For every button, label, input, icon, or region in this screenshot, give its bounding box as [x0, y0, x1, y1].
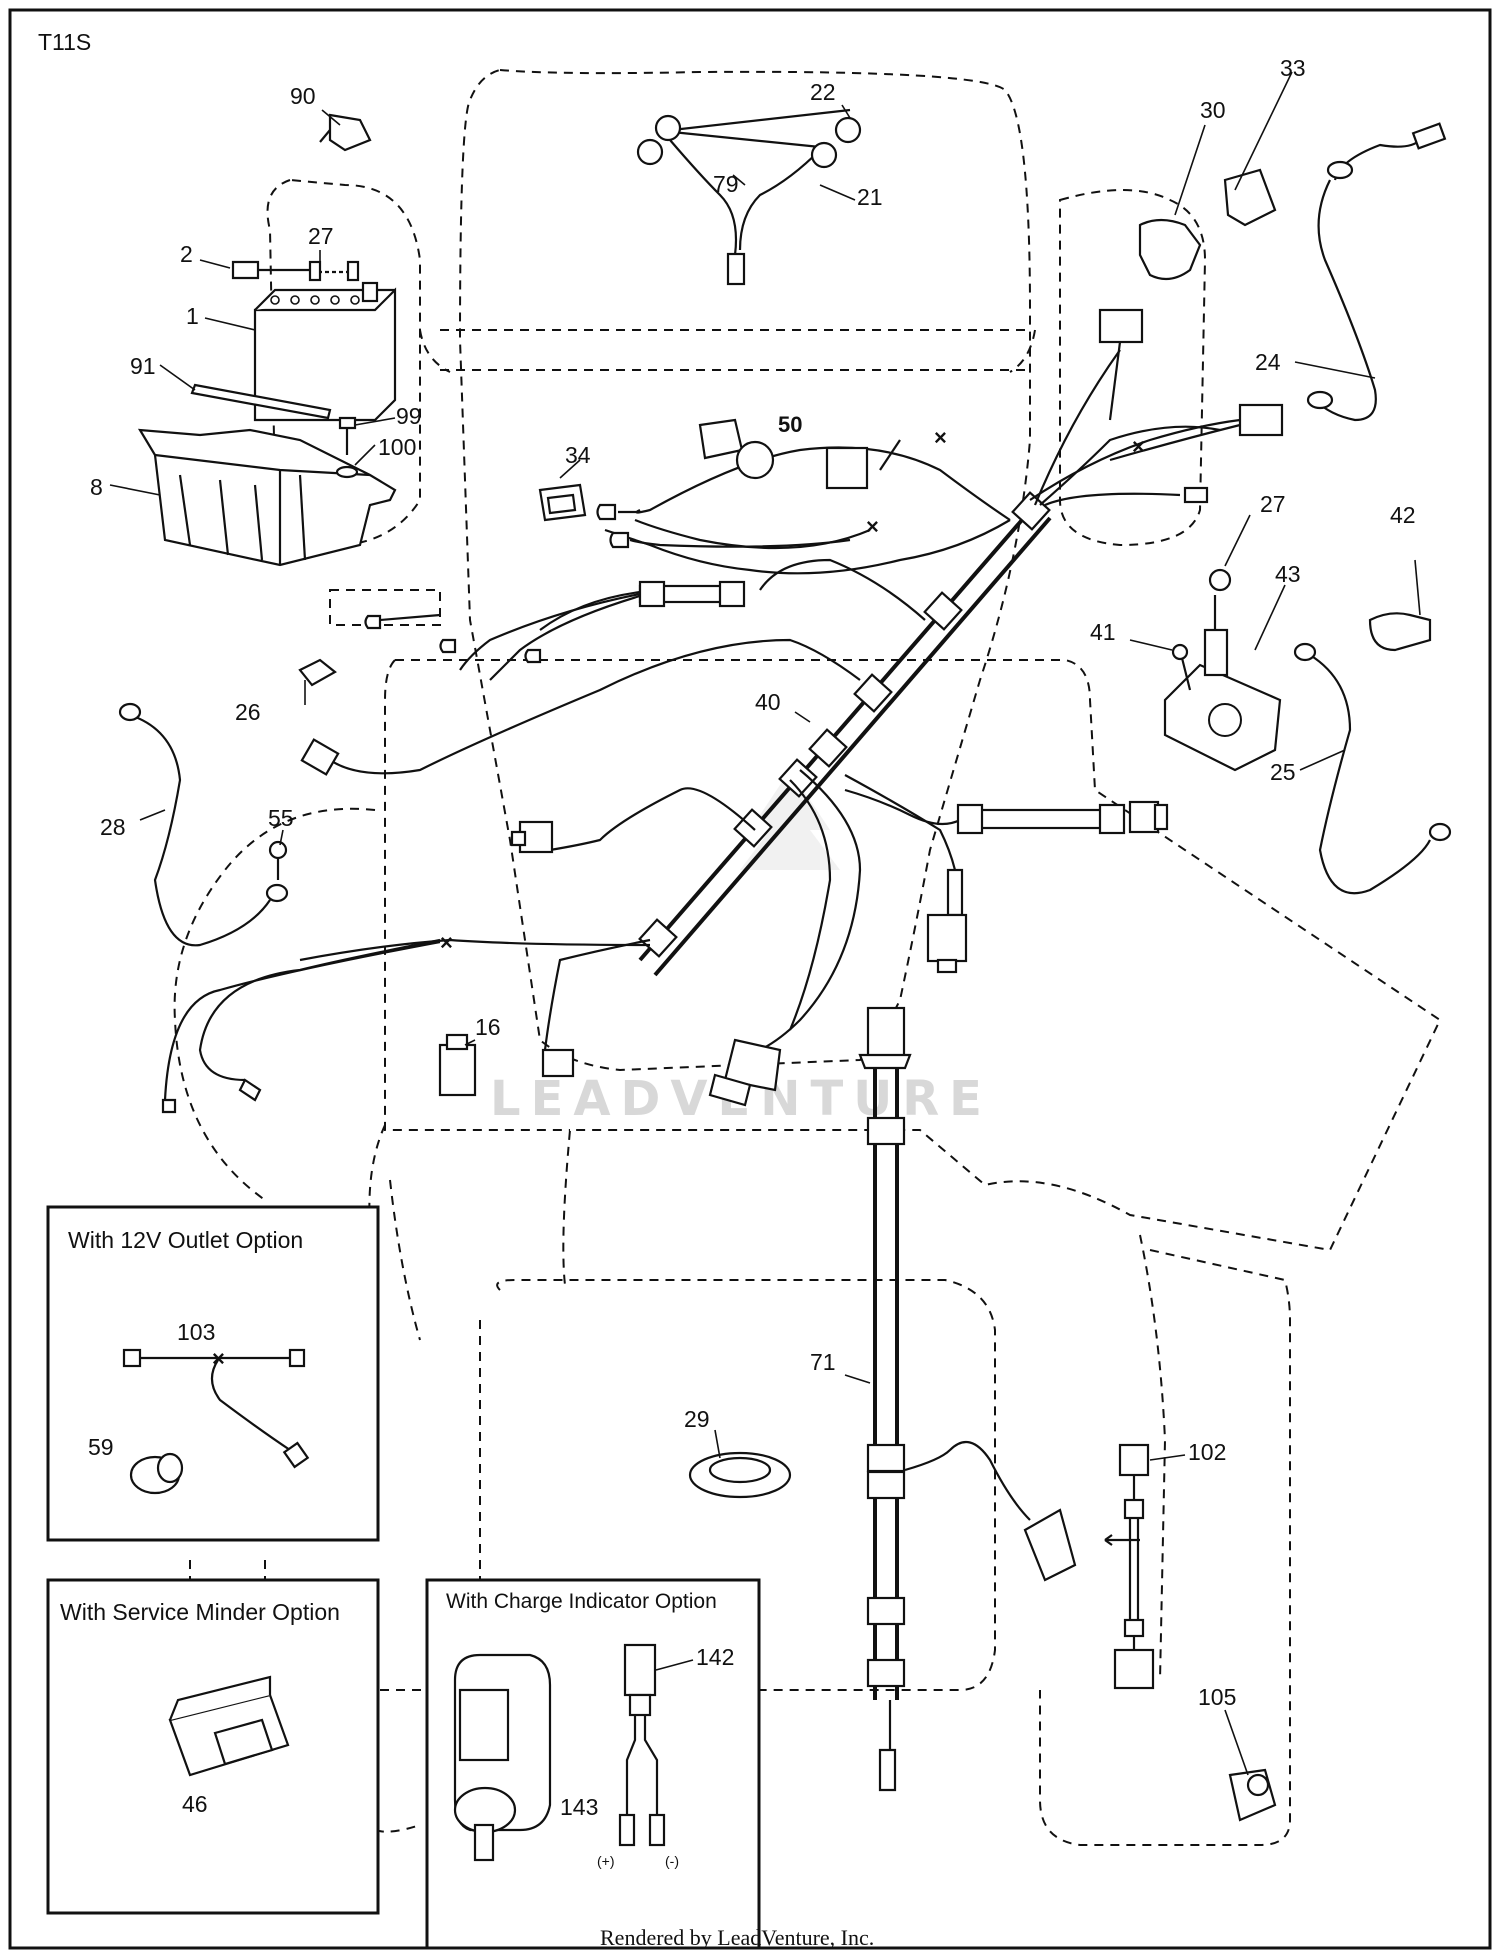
label-27-right: 27: [1260, 491, 1286, 517]
label-46: 46: [182, 1791, 208, 1817]
option-box-12v-outlet: With 12V Outlet Option × 103 59: [46, 1205, 380, 1542]
option-box-service-minder: With Service Minder Option 46: [46, 1578, 380, 1915]
label-22: 22: [810, 79, 836, 105]
label-41: 41: [1090, 619, 1116, 645]
label-28: 28: [100, 814, 126, 840]
label-99: 99: [396, 403, 422, 429]
label-24: 24: [1255, 349, 1281, 375]
label-71: 71: [810, 1349, 836, 1375]
diagram-code: T11S: [38, 29, 91, 55]
label-27-top: 27: [308, 223, 334, 249]
label-43: 43: [1275, 561, 1301, 587]
option-title-service-minder: With Service Minder Option: [60, 1599, 340, 1625]
label-59: 59: [88, 1434, 114, 1460]
label-50: 50: [778, 412, 802, 437]
label-143: 143: [560, 1794, 598, 1820]
polarity-minus: (-): [665, 1853, 679, 1869]
label-33: 33: [1280, 55, 1306, 81]
footer-credit: Rendered by LeadVenture, Inc.: [600, 1925, 874, 1950]
option-title-12v-outlet: With 12V Outlet Option: [68, 1227, 303, 1253]
label-34: 34: [565, 442, 591, 468]
part-102-harness: [1104, 1443, 1155, 1690]
label-42: 42: [1390, 502, 1416, 528]
label-1: 1: [186, 303, 199, 329]
label-55: 55: [268, 805, 294, 831]
polarity-plus: (+): [597, 1853, 615, 1869]
label-30: 30: [1200, 97, 1226, 123]
label-29: 29: [684, 1406, 710, 1432]
label-2: 2: [180, 241, 193, 267]
main-wiring-harness: × × × ×: [161, 308, 1284, 1114]
label-103: 103: [177, 1319, 215, 1345]
harness-71: [858, 1006, 1077, 1792]
label-90: 90: [290, 83, 316, 109]
label-40: 40: [755, 689, 781, 715]
label-26: 26: [235, 699, 261, 725]
x-mark-3: ×: [866, 514, 879, 539]
label-16: 16: [475, 1014, 501, 1040]
label-21: 21: [857, 184, 883, 210]
option-box-charge-indicator: With Charge Indicator Option 143 142 (+)…: [425, 1578, 761, 1950]
label-105: 105: [1198, 1684, 1236, 1710]
label-102: 102: [1188, 1439, 1226, 1465]
x-mark-1: ×: [1132, 434, 1145, 459]
x-mark-4: ×: [440, 930, 453, 955]
part-labels: 90 22 33 30 79 21 27 2 1 91 99 100 8 24 …: [90, 55, 1416, 1710]
x-mark-2: ×: [934, 425, 947, 450]
misc-parts: [118, 108, 1452, 1822]
label-142: 142: [696, 1644, 734, 1670]
label-100: 100: [378, 434, 416, 460]
label-8: 8: [90, 474, 103, 500]
label-25: 25: [1270, 759, 1296, 785]
label-91: 91: [130, 353, 156, 379]
battery-assembly: [137, 113, 397, 567]
option-title-charge-indicator: With Charge Indicator Option: [446, 1590, 717, 1613]
label-79: 79: [713, 171, 739, 197]
